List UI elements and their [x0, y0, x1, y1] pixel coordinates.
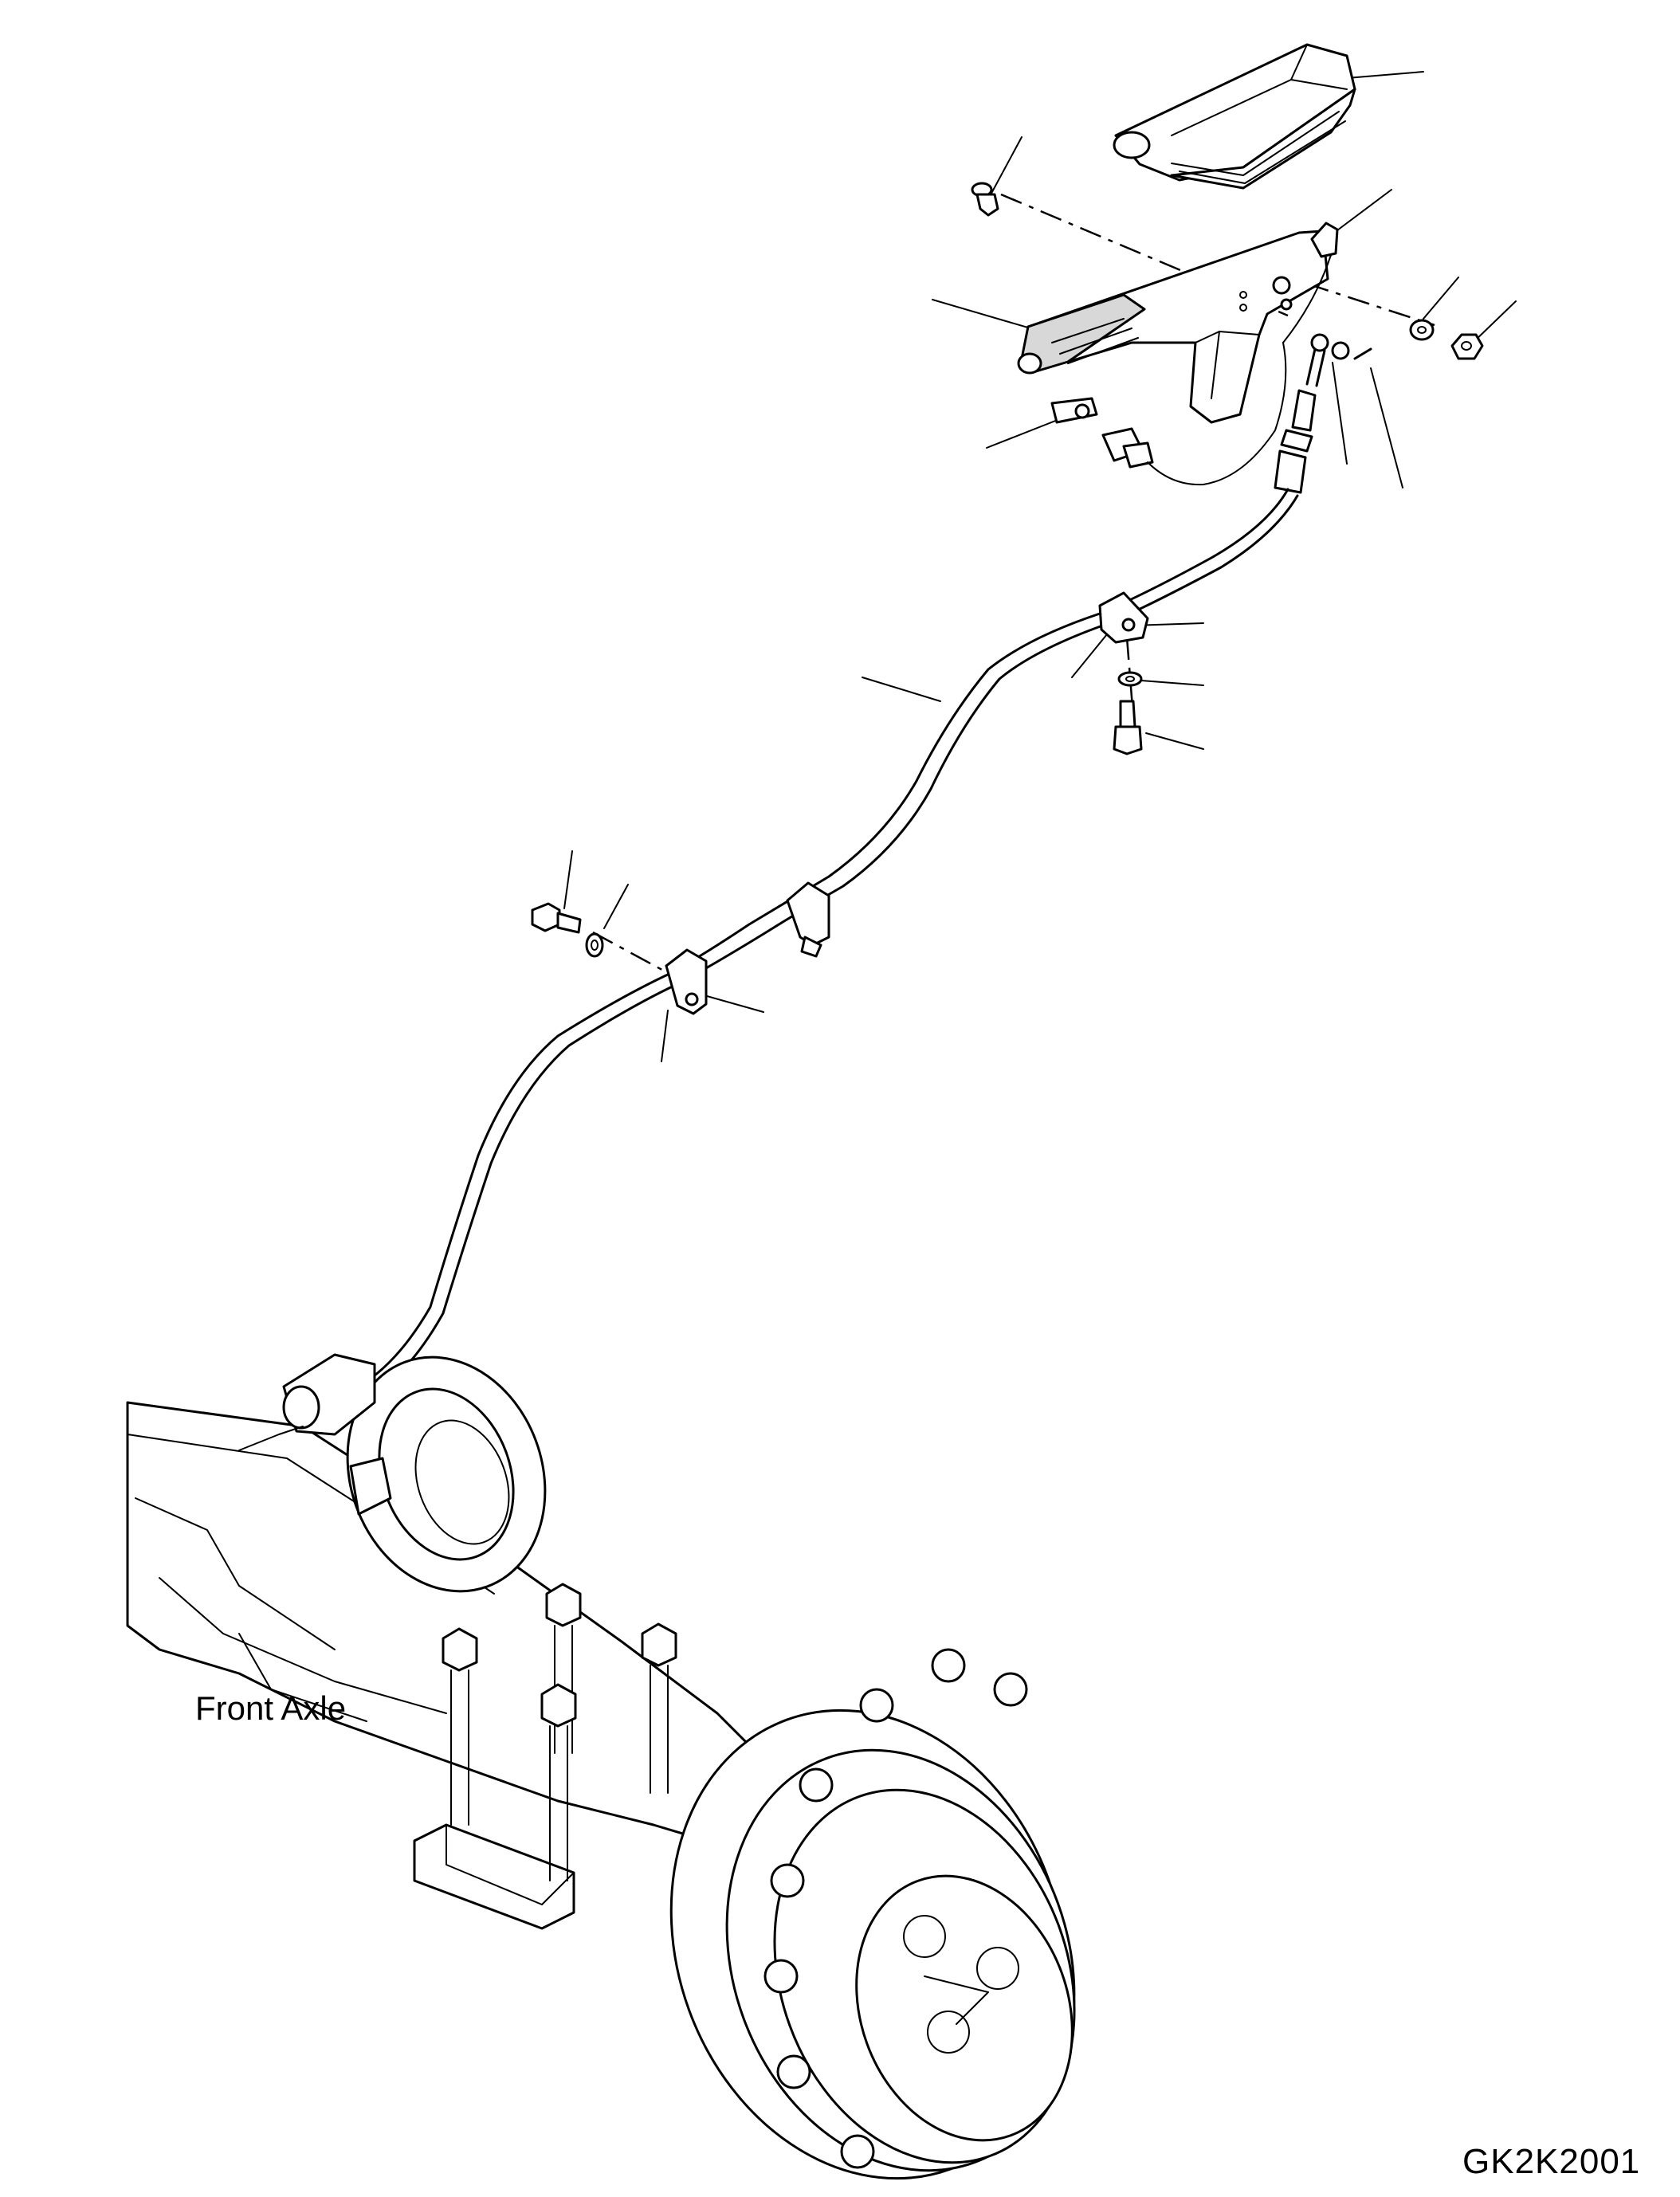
- centerline: [1306, 282, 1435, 327]
- leader-line: [1346, 71, 1424, 79]
- leader-line: [1145, 732, 1204, 750]
- washer: [1117, 671, 1143, 687]
- mounting-bolt: [442, 1627, 478, 1826]
- leader-line: [563, 850, 573, 909]
- leader-line: [603, 884, 629, 929]
- lever-boot: [1113, 43, 1356, 190]
- leader-line: [1330, 189, 1392, 236]
- cable-clevis: [1305, 333, 1372, 387]
- assembly-centerlines: [592, 193, 1435, 975]
- leader-line: [1370, 367, 1403, 488]
- cable-clamp-middle: [786, 881, 830, 958]
- bolt: [1113, 700, 1143, 755]
- leader-line: [661, 1010, 669, 1062]
- drawing-code: GK2K2001: [1462, 2142, 1641, 2181]
- mounting-bolt: [641, 1622, 677, 1794]
- front-axle-assembly: [126, 1353, 1076, 2180]
- leader-line: [1423, 277, 1459, 320]
- centerline: [1125, 637, 1135, 718]
- cable-clamp-lower: [665, 948, 708, 1015]
- washer: [585, 932, 604, 958]
- bolt: [531, 902, 582, 934]
- nut: [1450, 333, 1484, 360]
- parking-lever: [1017, 230, 1329, 424]
- leader-line: [987, 136, 1023, 200]
- centerline: [592, 931, 670, 975]
- leader-line: [932, 299, 1037, 331]
- leader-line: [862, 677, 941, 702]
- leader-line: [1140, 680, 1204, 686]
- cable-clamp-upper: [1098, 591, 1149, 644]
- washer: [1409, 319, 1435, 341]
- front-axle-label: Front Axle: [195, 1689, 347, 1727]
- mounting-bolt: [540, 1683, 577, 1881]
- switch-bracket: [1282, 222, 1339, 343]
- leader-lines: [563, 71, 1517, 1062]
- brake-cable: [357, 389, 1317, 1398]
- pin: [971, 182, 999, 217]
- harness-connector: [1050, 342, 1287, 486]
- leader-line: [1332, 362, 1348, 465]
- leader-line: [701, 994, 764, 1013]
